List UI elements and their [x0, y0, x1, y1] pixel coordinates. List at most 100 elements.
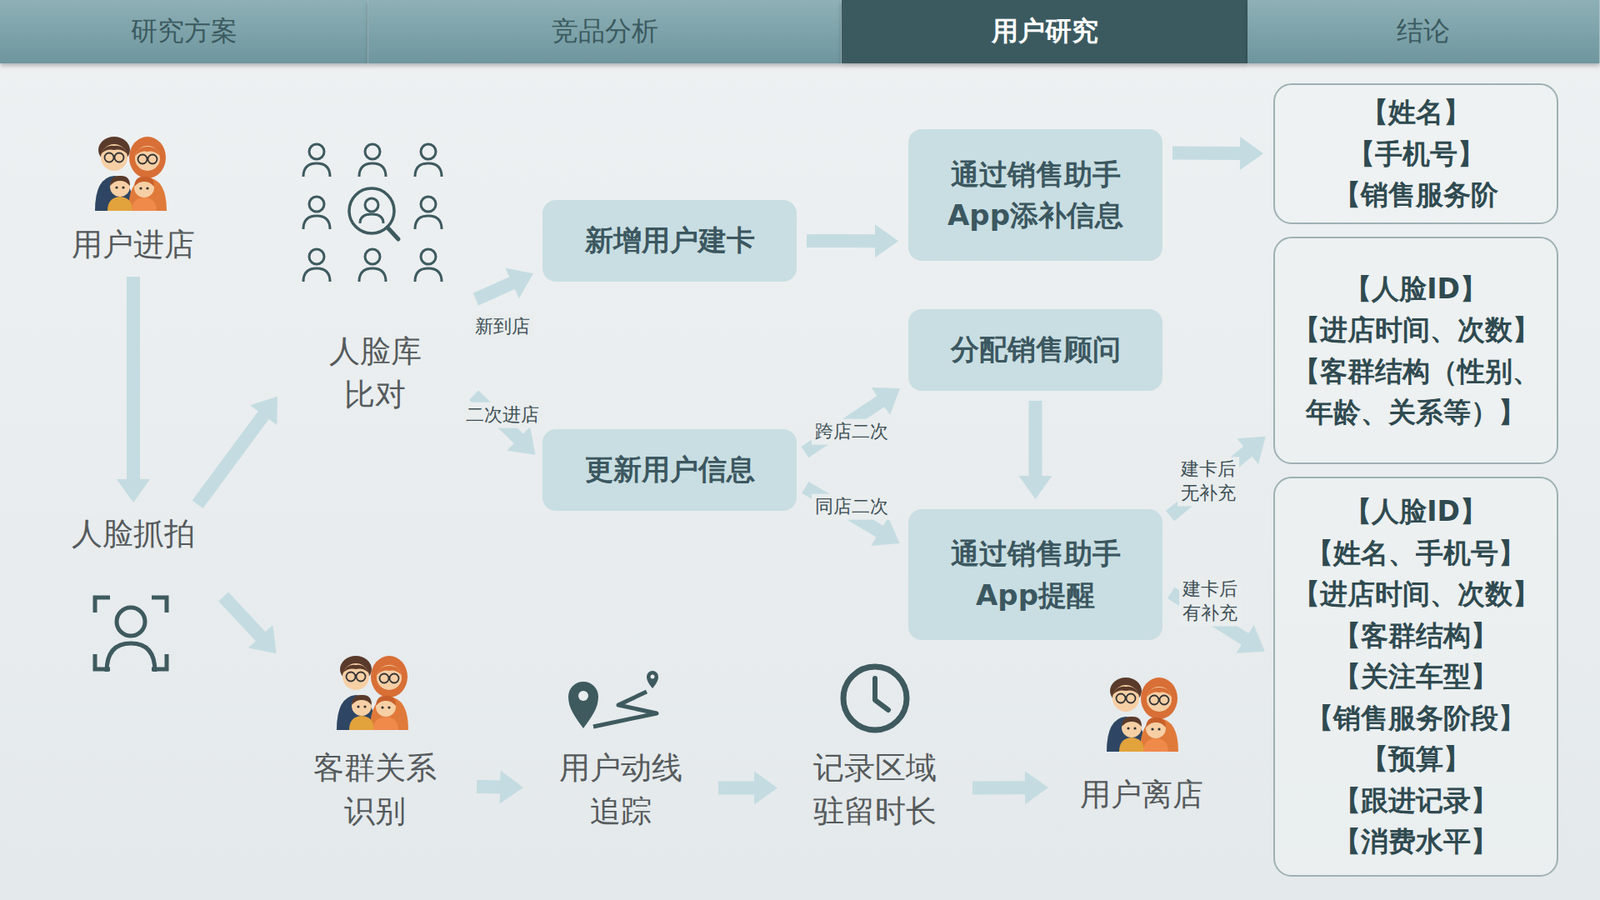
edge-label: 同店二次	[811, 494, 892, 520]
process-box: 分配销售顾问	[908, 309, 1163, 391]
text-line: 【跟进记录】	[1292, 780, 1540, 822]
node-text: 人脸抓拍	[71, 512, 195, 556]
flow-arrow	[972, 770, 1049, 805]
node-text: 【人脸ID】 【姓名、手机号】 【进店时间、次数】 【客群结构】 【关注车型】 …	[1292, 490, 1540, 863]
node-text: 更新用户信息	[585, 449, 755, 490]
text-line: 人脸抓拍	[71, 512, 195, 556]
text-line: 用户进店	[71, 223, 195, 267]
text-line: 用户研究	[991, 13, 1099, 50]
node-text: 记录区域 驻留时长	[813, 746, 937, 834]
node-text: 人脸库 比对	[329, 330, 422, 417]
text-line: 记录区域	[813, 746, 937, 790]
text-line: 识别	[313, 790, 437, 834]
text-line: 更新用户信息	[585, 449, 755, 490]
step-icon-node: 用户离店	[1058, 666, 1225, 817]
flow-arrow	[476, 770, 524, 804]
text-line: 驻留时长	[813, 790, 937, 834]
text-line: 有补充	[1182, 601, 1238, 626]
face-capture-icon	[95, 597, 167, 672]
node-text: 结论	[1396, 13, 1450, 50]
edge-label: 建卡后 无补充	[1177, 456, 1240, 506]
flow-arrow	[192, 396, 278, 509]
flow-arrow	[806, 224, 899, 258]
text-line: 【销售服务阶段】	[1292, 697, 1540, 740]
node-text: 用户进店	[71, 223, 195, 267]
text-line: 新到店	[475, 315, 530, 340]
edge-label: 建卡后 有补充	[1179, 576, 1241, 626]
edge-label: 二次进店	[462, 402, 543, 429]
node-text: 分配销售顾问	[950, 329, 1121, 370]
edge-label: 跨店二次	[811, 419, 892, 445]
text-line: 【手机号】	[1333, 133, 1499, 175]
text-line: App添补信息	[947, 195, 1124, 236]
text-line: 新增用户建卡	[585, 220, 755, 261]
text-line: 跨店二次	[815, 420, 889, 445]
text-line: 二次进店	[465, 403, 540, 428]
flow-arrow	[718, 770, 778, 805]
text-line: 【预算】	[1292, 738, 1540, 780]
text-line: 研究方案	[130, 13, 238, 50]
text-line: 结论	[1396, 13, 1450, 50]
text-line: 用户离店	[1080, 773, 1204, 817]
node-text: 用户动线 追踪	[559, 746, 683, 834]
text-line: 【销售服务阶	[1333, 174, 1499, 216]
text-line: 【客群结构】	[1292, 615, 1540, 657]
text-line: App提醒	[950, 575, 1121, 616]
process-box: 通过销售助手 App添补信息	[908, 129, 1163, 261]
face-library-icon	[303, 144, 442, 282]
step-icon-node: 人脸库 比对	[283, 133, 467, 417]
node-text: 通过销售助手 App提醒	[950, 533, 1121, 616]
text-line: 通过销售助手	[950, 533, 1121, 575]
step-icon-node: 用户动线 追踪	[533, 658, 709, 834]
step-icon-node: 客群关系 识别	[283, 641, 467, 834]
flow-arrow	[1172, 136, 1264, 170]
clock-icon	[843, 666, 907, 730]
node-text: 【姓名】 【手机号】 【销售服务阶	[1333, 91, 1499, 216]
tab: 结论	[1247, 0, 1600, 64]
text-line: 建卡后	[1182, 577, 1238, 602]
text-line: 比对	[329, 373, 422, 417]
process-box: 更新用户信息	[542, 429, 797, 511]
text-line: 通过销售助手	[947, 154, 1124, 195]
family-icon	[1106, 677, 1179, 752]
edge-label: 新到店	[471, 314, 534, 340]
flow-arrow	[1165, 436, 1266, 522]
text-line: 【进店时间、次数】	[1292, 573, 1540, 615]
tab: 研究方案	[0, 0, 369, 64]
tab: 竞品分析	[368, 0, 842, 64]
flow-arrow	[1019, 400, 1053, 500]
node-text: 用户离店	[1080, 773, 1204, 817]
active-tab: 用户研究	[841, 0, 1248, 64]
node-text: 通过销售助手 App添补信息	[947, 154, 1124, 237]
flow-arrow	[116, 276, 150, 503]
text-line: 用户动线	[559, 746, 683, 790]
node-text: 客群关系 识别	[313, 746, 437, 834]
route-icon	[568, 670, 659, 729]
process-box: 新增用户建卡	[542, 200, 797, 282]
flow-arrow	[801, 387, 901, 458]
text-line: 同店二次	[815, 495, 889, 520]
info-panel: 【姓名】 【手机号】 【销售服务阶	[1273, 83, 1559, 225]
flow-arrow	[801, 481, 900, 546]
node-text: 竞品分析	[551, 13, 659, 50]
text-line: 【客群结构（性别、年龄、关系等）】	[1286, 350, 1545, 434]
text-line: 竞品分析	[551, 13, 659, 50]
node-text: 新增用户建卡	[585, 220, 755, 261]
text-line: 【姓名】	[1333, 91, 1499, 134]
node-text: 研究方案	[130, 13, 238, 50]
text-line: 分配销售顾问	[950, 329, 1121, 370]
step-icon-node: 用户进店	[50, 125, 217, 267]
text-line: 建卡后	[1180, 457, 1236, 482]
text-line: 【关注车型】	[1292, 655, 1540, 698]
flow-arrow	[218, 592, 277, 655]
text-line: 无补充	[1180, 481, 1236, 506]
step-icon-node: 记录区域 驻留时长	[787, 658, 963, 834]
family-icon	[336, 655, 409, 730]
info-panel: 【人脸ID】 【进店时间、次数】 【客群结构（性别、年龄、关系等）】	[1273, 236, 1559, 465]
node-text: 用户研究	[991, 13, 1099, 50]
text-line: 【进店时间、次数】	[1286, 309, 1545, 351]
text-line: 客群关系	[313, 746, 437, 790]
node-text: 【人脸ID】 【进店时间、次数】 【客群结构（性别、年龄、关系等）】	[1286, 268, 1545, 434]
info-panel: 【人脸ID】 【姓名、手机号】 【进店时间、次数】 【客群结构】 【关注车型】 …	[1273, 476, 1559, 877]
